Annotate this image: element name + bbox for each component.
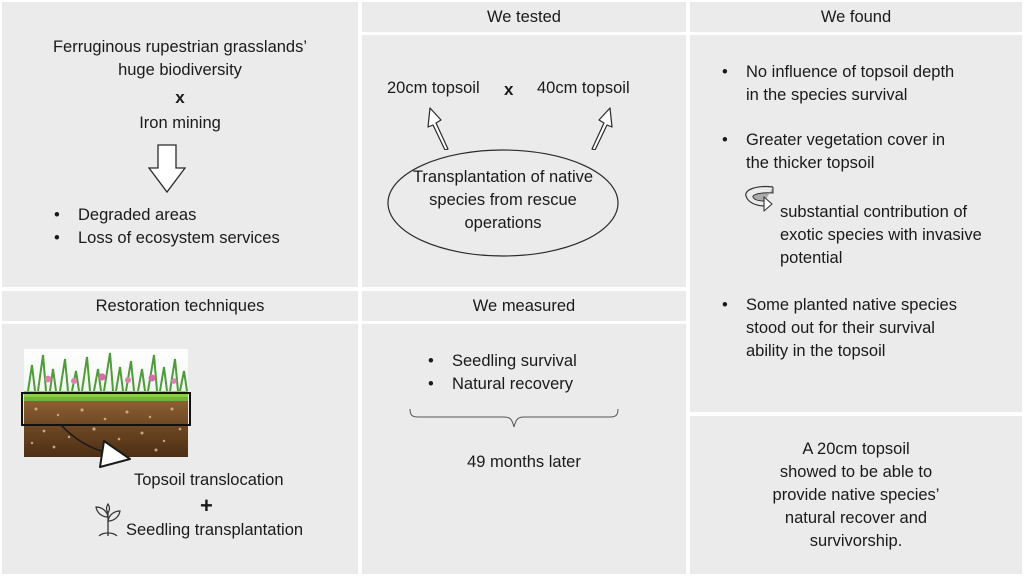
hollow-down-arrow-icon bbox=[148, 144, 186, 194]
conclusion-line-4: natural recover and bbox=[784, 509, 928, 527]
tested-panel: We tested 20cm topsoil x 40cm topsoil Tr… bbox=[362, 2, 686, 287]
restoration-header: Restoration techniques bbox=[95, 296, 265, 315]
measured-header: We measured bbox=[472, 296, 576, 315]
found-bullet-1: • bbox=[722, 63, 728, 81]
conclusion-line-3: provide native species’ bbox=[772, 486, 940, 504]
found-panel: We found • No influence of topsoil depth… bbox=[690, 2, 1022, 412]
ellipse-shape bbox=[386, 148, 620, 258]
list-item: Natural recovery bbox=[428, 373, 577, 396]
found-item-3-line-2: stood out for their survival bbox=[746, 319, 935, 337]
header-divider bbox=[362, 321, 686, 324]
list-item: Seedling survival bbox=[428, 350, 577, 373]
measured-period: 49 months later bbox=[467, 453, 581, 471]
ellipse-line-2: species from rescue bbox=[429, 191, 577, 209]
found-sub-line-1: substantial contribution of bbox=[780, 203, 968, 221]
intro-bullets: Degraded areas Loss of ecosystem service… bbox=[54, 204, 280, 250]
list-item: Degraded areas bbox=[54, 204, 280, 227]
found-item-3-line-3: ability in the topsoil bbox=[746, 342, 886, 360]
intro-mining: Iron mining bbox=[139, 114, 221, 132]
conclusion-panel: A 20cm topsoil showed to be able to prov… bbox=[690, 416, 1022, 574]
found-item-1-line-1: No influence of topsoil depth bbox=[746, 63, 955, 81]
conclusion-line-2: showed to be able to bbox=[779, 463, 933, 481]
seedling-icon bbox=[94, 503, 122, 537]
option-20cm: 20cm topsoil bbox=[387, 79, 480, 97]
header-divider bbox=[2, 321, 358, 324]
list-item: Loss of ecosystem services bbox=[54, 227, 280, 250]
header-divider bbox=[690, 32, 1022, 35]
tested-header: We tested bbox=[487, 7, 561, 26]
found-header: We found bbox=[820, 7, 892, 26]
translocation-arrow-icon bbox=[58, 423, 134, 475]
found-bullet-2: • bbox=[722, 131, 728, 149]
restoration-panel: Restoration techniques bbox=[2, 291, 358, 574]
technique-topsoil-translocation: Topsoil translocation bbox=[134, 471, 284, 489]
plus-symbol: + bbox=[200, 493, 213, 518]
intro-line-1: Ferruginous rupestrian grasslands’ bbox=[52, 38, 308, 56]
found-sub-line-3: potential bbox=[780, 249, 843, 267]
header-divider bbox=[362, 32, 686, 35]
conclusion-line-5: survivorship. bbox=[809, 532, 903, 550]
ellipse-line-1: Transplantation of native bbox=[412, 168, 594, 186]
technique-seedling-transplantation: Seedling transplantation bbox=[126, 521, 304, 539]
conclusion-line-1: A 20cm topsoil bbox=[802, 440, 910, 458]
up-right-arrow-icon bbox=[586, 106, 616, 150]
intro-times-symbol: x bbox=[175, 88, 185, 107]
found-item-2-line-1: Greater vegetation cover in bbox=[746, 131, 946, 149]
curved-arrow-icon bbox=[743, 184, 777, 214]
found-item-3-line-1: Some planted native species bbox=[746, 296, 957, 314]
intro-line-2: huge biodiversity bbox=[118, 61, 242, 79]
measured-panel: We measured Seedling survival Natural re… bbox=[362, 291, 686, 574]
up-left-arrow-icon bbox=[424, 106, 454, 150]
measured-bullets: Seedling survival Natural recovery bbox=[428, 350, 577, 396]
found-sub-line-2: exotic species with invasive bbox=[780, 226, 982, 244]
ellipse-line-3: operations bbox=[464, 214, 542, 232]
intro-panel: Ferruginous rupestrian grasslands’ huge … bbox=[2, 2, 358, 287]
topsoil-highlight-box bbox=[21, 392, 191, 426]
found-bullet-3: • bbox=[722, 296, 728, 314]
option-40cm: 40cm topsoil bbox=[537, 79, 630, 97]
times-symbol: x bbox=[504, 80, 514, 99]
found-item-1-line-2: in the species survival bbox=[746, 86, 908, 104]
found-item-2-line-2: the thicker topsoil bbox=[746, 154, 875, 172]
brace-icon bbox=[408, 407, 620, 431]
